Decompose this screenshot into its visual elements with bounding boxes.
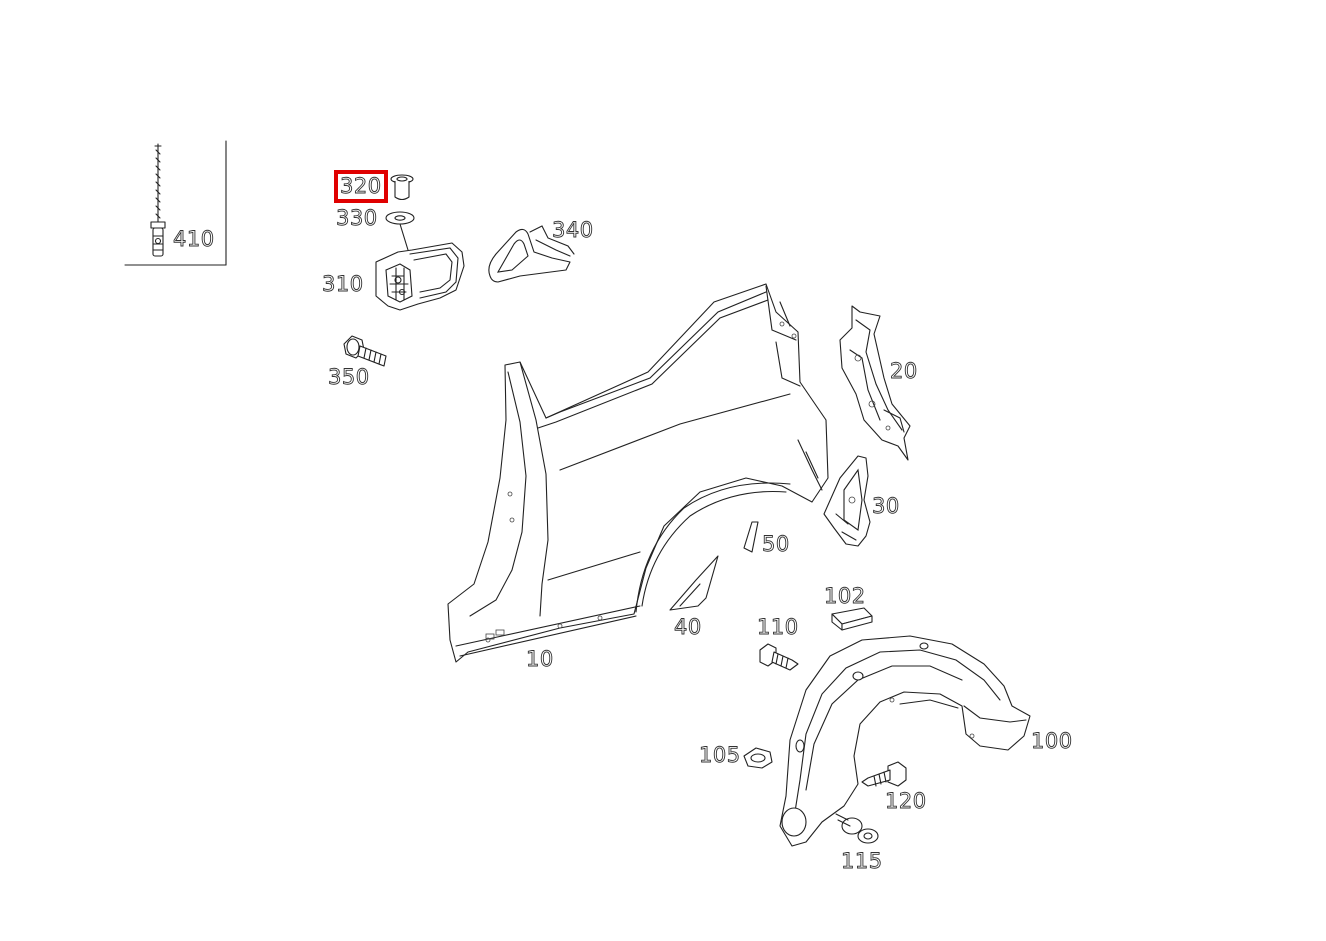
part-label-50[interactable]: 50 bbox=[762, 532, 790, 556]
part-102-block[interactable] bbox=[831, 607, 873, 631]
part-label-320-highlighted[interactable]: 320 bbox=[334, 170, 388, 203]
part-label-40[interactable]: 40 bbox=[674, 615, 702, 639]
part-label-20[interactable]: 20 bbox=[890, 359, 918, 383]
part-100-wheel-arch-liner[interactable] bbox=[779, 635, 1031, 847]
inset-frame bbox=[124, 140, 227, 266]
part-330-washer[interactable] bbox=[385, 211, 415, 251]
part-10-side-panel[interactable] bbox=[447, 283, 829, 663]
part-label-120[interactable]: 120 bbox=[885, 789, 927, 813]
part-110-screw[interactable] bbox=[759, 643, 799, 671]
part-120-screw[interactable] bbox=[861, 761, 907, 787]
part-label-340[interactable]: 340 bbox=[552, 218, 594, 242]
part-50-strip[interactable] bbox=[743, 521, 759, 553]
part-label-310[interactable]: 310 bbox=[322, 272, 364, 296]
part-label-100[interactable]: 100 bbox=[1031, 729, 1073, 753]
part-label-110[interactable]: 110 bbox=[757, 615, 799, 639]
part-label-330[interactable]: 330 bbox=[336, 206, 378, 230]
part-410-rivet[interactable] bbox=[150, 143, 166, 257]
part-label-410[interactable]: 410 bbox=[173, 227, 215, 251]
part-350-bolt[interactable] bbox=[343, 335, 387, 367]
part-115-screw-washer[interactable] bbox=[835, 813, 879, 844]
part-label-115[interactable]: 115 bbox=[841, 849, 883, 873]
part-340-bracket[interactable] bbox=[488, 225, 575, 283]
part-20-inner-bracket[interactable] bbox=[839, 305, 911, 461]
part-label-102[interactable]: 102 bbox=[824, 584, 866, 608]
part-320-bushing[interactable] bbox=[390, 174, 414, 201]
part-40-trim-piece[interactable] bbox=[669, 555, 719, 611]
part-105-clip[interactable] bbox=[743, 747, 773, 769]
part-label-10[interactable]: 10 bbox=[526, 647, 554, 671]
part-label-350[interactable]: 350 bbox=[328, 365, 370, 389]
part-label-30[interactable]: 30 bbox=[872, 494, 900, 518]
part-310-fuel-flap[interactable] bbox=[375, 242, 465, 311]
part-label-105[interactable]: 105 bbox=[699, 743, 741, 767]
part-30-lower-bracket[interactable] bbox=[823, 455, 871, 547]
